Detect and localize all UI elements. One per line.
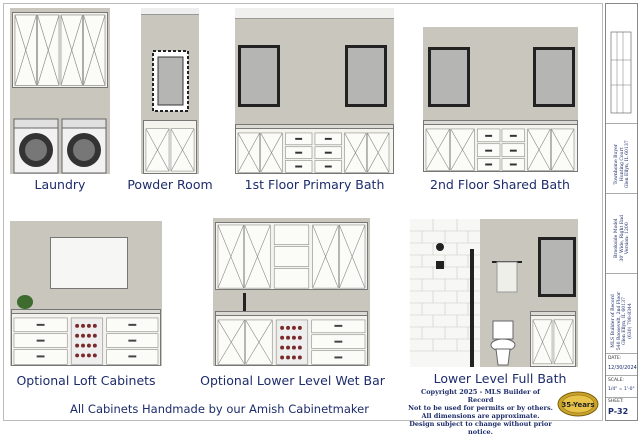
- sheet-border: [3, 3, 603, 421]
- title-block: Townhome Buyer Hunting Court Glen Ellyn,…: [605, 3, 638, 421]
- mirror-left: [428, 47, 470, 107]
- builder-text: MLS Builder of Record 540 Roosevelt, 2nd…: [611, 291, 633, 351]
- copyright-line: All dimensions are approximate.: [421, 412, 540, 420]
- footer-tagline: All Cabinets Handmade by our Amish Cabin…: [70, 402, 369, 416]
- wet-bar-base-cabinets: [215, 315, 368, 366]
- title-block-scale: SCALE: 1/4" = 1'-0": [606, 376, 637, 398]
- scale-value: 1/4" = 1'-0": [608, 387, 635, 392]
- first-floor-bath-elevation: [235, 8, 394, 174]
- label-laundry: Laundry: [34, 177, 86, 192]
- first-floor-vanity: [235, 128, 394, 174]
- date-value: 12/30/2024: [608, 365, 637, 371]
- copyright-line: Copyright 2025 - MLS Builder of Record: [421, 388, 540, 404]
- copyright-block: Copyright 2025 - MLS Builder of Record N…: [408, 388, 553, 436]
- mirror-right: [345, 45, 387, 107]
- label-first-floor-bath: 1st Floor Primary Bath: [244, 177, 385, 192]
- title-block-model: Brookside Model 30' Wide, Right End Vers…: [606, 194, 637, 274]
- drawing-sheet: Laundry Powder Room: [3, 3, 638, 436]
- lower-bath-mirror: [538, 237, 576, 297]
- wet-bar-elevation: [213, 218, 370, 366]
- wall-art: [50, 237, 128, 289]
- loft-base-cabinets: [11, 313, 161, 366]
- shower-tile-wall: [410, 219, 480, 367]
- powder-vanity: [143, 120, 197, 174]
- label-second-floor-bath: 2nd Floor Shared Bath: [430, 177, 570, 192]
- label-powder-room: Powder Room: [127, 177, 213, 192]
- title-block-logo: [606, 4, 637, 124]
- laundry-upper-cabinets: [12, 12, 108, 88]
- copyright-line: Not to be used for permits or by others.: [408, 404, 553, 412]
- title-block-sheet: SHEET: P-32: [606, 398, 637, 420]
- second-floor-vanity: [423, 124, 578, 172]
- title-block-date: DATE: 12/30/2024: [606, 354, 637, 376]
- second-floor-bath-elevation: [423, 27, 578, 172]
- title-block-project: Townhome Buyer Hunting Court Glen Ellyn,…: [606, 124, 637, 194]
- loft-cabinets-elevation: [10, 221, 162, 366]
- plant: [17, 295, 33, 309]
- sheet-value: P-32: [608, 407, 629, 416]
- powder-mirror: [152, 50, 189, 112]
- laundry-elevation: [10, 8, 110, 174]
- powder-room-elevation: [141, 8, 199, 174]
- label-wet-bar: Optional Lower Level Wet Bar: [200, 373, 385, 388]
- copyright-line: Design subject to change without prior n…: [409, 420, 552, 436]
- lower-bath-vanity: [530, 315, 576, 367]
- faucet: [243, 293, 246, 311]
- toilet: [490, 320, 516, 366]
- mirror-right: [533, 47, 575, 107]
- sheet-label: SHEET:: [608, 399, 624, 404]
- washer-dryer: [13, 118, 107, 174]
- anniversary-badge: 35-Years: [557, 391, 599, 417]
- project-text: Townhome Buyer Hunting Court Glen Ellyn,…: [613, 140, 630, 189]
- title-block-builder: MLS Builder of Record 540 Roosevelt, 2nd…: [606, 274, 637, 354]
- model-text: Brookside Model 30' Wide, Right End Vers…: [613, 214, 630, 262]
- towel-bar: [492, 261, 522, 293]
- mirror-left: [238, 45, 280, 107]
- scale-label: SCALE:: [608, 378, 624, 383]
- label-lower-bath: Lower Level Full Bath: [433, 371, 567, 386]
- wet-bar-upper-cabinets: [215, 222, 368, 290]
- badge-text: 35-Years: [561, 401, 594, 409]
- lower-bath-elevation: [410, 219, 578, 367]
- date-label: DATE:: [608, 356, 622, 361]
- label-loft-cabinets: Optional Loft Cabinets: [16, 373, 156, 388]
